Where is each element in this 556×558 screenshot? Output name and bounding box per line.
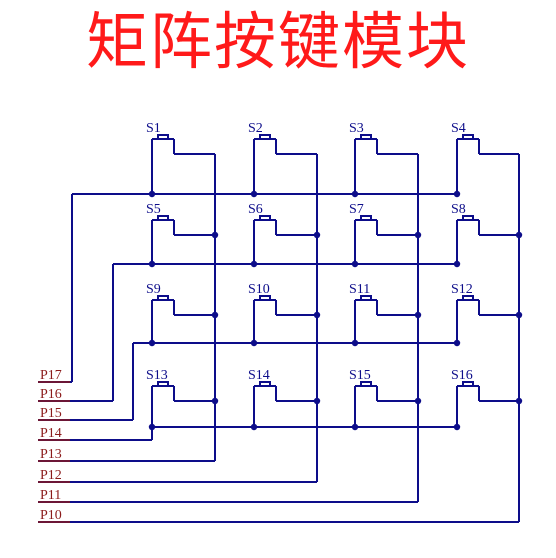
junction-dot [515,397,523,405]
wires [38,154,520,523]
switch-s14: S14 [248,368,317,427]
switch-label: S2 [248,121,263,136]
switch-label: S6 [248,202,263,217]
switch-label: S4 [451,121,466,136]
junction-dot [250,190,258,198]
junction-dot [148,423,156,431]
junction-dot [250,423,258,431]
junction-dot [250,339,258,347]
switch-s1: S1 [146,121,215,194]
junction-dot [453,423,461,431]
switch-s16: S16 [451,368,519,427]
junction-dot [313,311,321,319]
junction-dot [453,339,461,347]
junction-dot [351,339,359,347]
junction-dot [453,190,461,198]
junction-dot [414,311,422,319]
switch-s13: S13 [146,368,215,427]
switch-s10: S10 [248,282,317,343]
page-title: 矩阵按键模块 [85,5,470,78]
junction-dot [148,339,156,347]
junction-dot [148,190,156,198]
switch-label: S16 [451,368,473,383]
switch-s7: S7 [349,202,418,264]
switch-label: S13 [146,368,168,383]
switch-s12: S12 [451,282,519,343]
junction-dot [351,423,359,431]
junction-dot [250,260,258,268]
port-label-p11: P11 [40,488,61,503]
switch-s11: S11 [349,282,418,343]
port-label-p17: P17 [40,368,62,383]
junction-dot [148,260,156,268]
switch-s4: S4 [451,121,519,194]
switch-label: S15 [349,368,371,383]
switch-label: S3 [349,121,364,136]
switch-label: S11 [349,282,370,297]
port-label-p16: P16 [40,387,62,402]
port-label-p15: P15 [40,406,62,421]
switch-s6: S6 [248,202,317,264]
switch-label: S10 [248,282,270,297]
junction-dot [351,190,359,198]
junction-dot [515,231,523,239]
switch-s5: S5 [146,202,215,264]
switch-s15: S15 [349,368,418,427]
junction-dot [414,397,422,405]
switch-label: S8 [451,202,466,217]
switch-s3: S3 [349,121,418,194]
port-label-p13: P13 [40,447,62,462]
switch-label: S12 [451,282,473,297]
switch-label: S5 [146,202,161,217]
port-label-p14: P14 [40,426,62,441]
port-label-p12: P12 [40,468,62,483]
junction-dot [515,311,523,319]
port-label-p10: P10 [40,508,62,523]
junction-dot [211,397,219,405]
junction-dot [211,311,219,319]
junction-dots [148,190,523,431]
junction-dot [453,260,461,268]
switch-label: S14 [248,368,270,383]
switch-s8: S8 [451,202,519,264]
junction-dot [351,260,359,268]
junction-dot [313,397,321,405]
switch-label: S9 [146,282,161,297]
switch-s9: S9 [146,282,215,343]
junction-dot [414,231,422,239]
junction-dot [211,231,219,239]
switch-s2: S2 [248,121,317,194]
switch-label: S7 [349,202,364,217]
junction-dot [313,231,321,239]
switch-label: S1 [146,121,161,136]
